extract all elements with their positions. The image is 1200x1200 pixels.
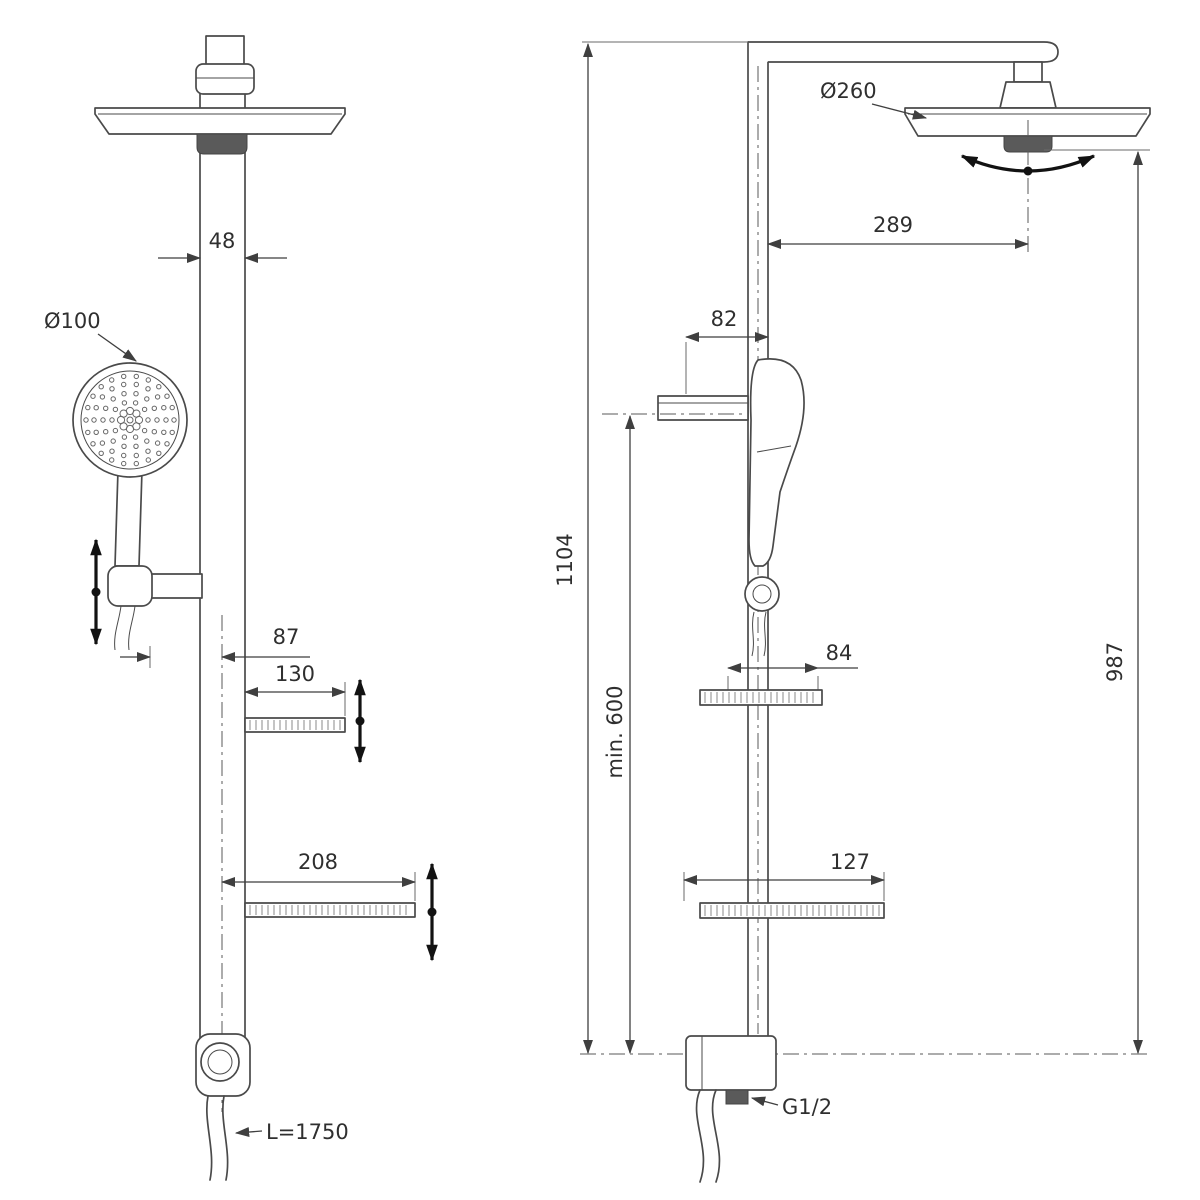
- front-view: 48 Ø100 87: [44, 35, 438, 1181]
- dim-head-diameter: Ø260: [820, 79, 928, 120]
- dim-label-987: 987: [1103, 642, 1127, 682]
- shower-hose-front: [206, 1095, 213, 1181]
- supply-connection-side: [685, 1035, 777, 1183]
- dim-label-1104: 1104: [553, 533, 577, 586]
- upper-shelf-glass-front: [244, 717, 346, 733]
- dim-label-min600: min. 600: [603, 685, 627, 778]
- head-tilt-arrow: [960, 154, 1096, 176]
- dim-hose-length: L=1750: [234, 1120, 349, 1144]
- dim-label-82: 82: [711, 307, 738, 331]
- hand-shower-side: [744, 358, 805, 657]
- hand-shower-holder-side: 82: [657, 307, 770, 421]
- hand-shower-holder-arm: [149, 573, 203, 599]
- head-joint-side: [1013, 61, 1043, 83]
- upper-shelf-side-hatching: [704, 692, 814, 703]
- hand-shower-front: [72, 362, 203, 651]
- wall-bracket-front: [195, 35, 255, 95]
- overhead-sprayer-front: [196, 133, 248, 155]
- height-adjust-arrow-hand-shower: [90, 538, 102, 646]
- dim-label-hose: L=1750: [266, 1120, 349, 1144]
- shower-hose-side: [695, 1089, 705, 1183]
- upper-shelf-side: 84: [699, 641, 858, 706]
- lower-shelf-glass-front: [244, 902, 416, 918]
- dim-label-289: 289: [873, 213, 913, 237]
- lower-shelf-side: 127: [682, 850, 886, 919]
- dim-label-84: 84: [826, 641, 853, 665]
- upper-shelf-front: 130: [243, 662, 366, 764]
- overhead-arm-side: [748, 41, 1059, 109]
- lower-shelf-hatching: [249, 905, 407, 915]
- dim-connection-thread: G1/2: [750, 1095, 832, 1119]
- dim-head-height: 987: [1044, 149, 1150, 1055]
- height-adjust-arrow-upper-shelf: [354, 678, 366, 764]
- overhead-shower-front: [94, 107, 346, 155]
- height-adjust-arrow-lower-shelf: [426, 862, 438, 962]
- side-view: Ø260 289 82: [553, 41, 1151, 1183]
- dim-label-208: 208: [298, 850, 338, 874]
- diverter-knob: [200, 1042, 240, 1082]
- lower-shelf-front: 208: [220, 850, 438, 962]
- dim-label-130: 130: [275, 662, 315, 686]
- hand-shower-hose-front: [114, 605, 122, 651]
- upper-shelf-hatching: [249, 720, 341, 730]
- dim-label-d260: Ø260: [820, 79, 877, 103]
- dim-min-height: min. 600: [602, 413, 746, 1055]
- lower-shelf-side-hatching: [704, 905, 880, 916]
- hand-shower-handle-front: [114, 469, 143, 567]
- diverter-front: [195, 1033, 251, 1181]
- dim-total-height: 1104: [553, 41, 748, 1055]
- dim-hand-shower-diameter: Ø100: [44, 309, 137, 362]
- supply-valve: [725, 1089, 749, 1105]
- dim-label-48: 48: [209, 229, 236, 253]
- dim-column-width: 48: [158, 229, 287, 264]
- dim-label-d100: Ø100: [44, 309, 101, 333]
- dim-offset-87: 87: [120, 625, 310, 668]
- hand-shower-spray-dots: [83, 373, 177, 467]
- dim-head-offset: 289: [766, 213, 1030, 250]
- hand-shower-hose-side: [751, 611, 755, 657]
- dim-label-g12: G1/2: [782, 1095, 832, 1119]
- dim-label-87: 87: [273, 625, 300, 649]
- dim-label-127: 127: [830, 850, 870, 874]
- hand-shower-holder-clamp: [107, 565, 153, 607]
- holder-clamp-side: [744, 576, 780, 612]
- overhead-shower-side: [904, 107, 1151, 256]
